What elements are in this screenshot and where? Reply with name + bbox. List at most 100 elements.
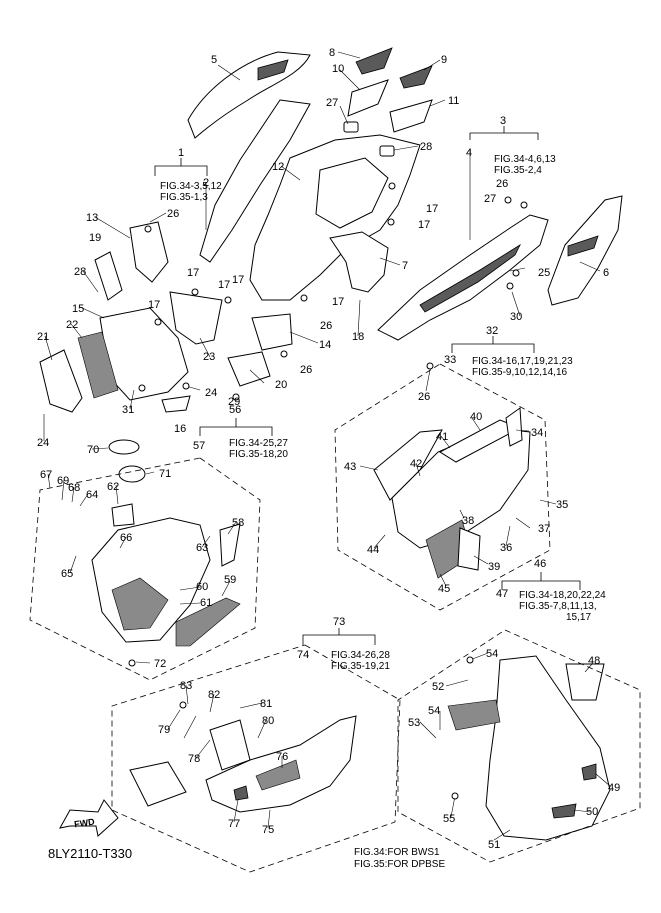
part-38-frame (457, 527, 481, 571)
part-61-plate (111, 503, 135, 527)
callout-26a: 26 (167, 208, 179, 220)
callout-63: 64 (86, 489, 98, 501)
part-5-grille (257, 59, 289, 81)
callout-20: 20 (275, 379, 287, 391)
callout-17b: 17 (218, 279, 230, 291)
part-57-vent (219, 523, 241, 567)
part-20-lid (227, 351, 271, 387)
callout-17c: 17 (148, 299, 160, 311)
part-50-front-cover (485, 655, 611, 841)
ref-31-line-2: FIG.35-9,10,12,14,16 (472, 367, 568, 378)
callout-9: 9 (441, 54, 447, 66)
callout-70: 71 (159, 468, 171, 480)
callout-79: 80 (262, 715, 274, 727)
callout-62: 63 (196, 542, 208, 554)
part-60-mesh (111, 577, 169, 631)
callout-40: 41 (436, 431, 448, 443)
ref-45-line-1: FIG.34-18,20,22,24 (519, 590, 606, 601)
callout-26d: 26 (496, 178, 508, 190)
note-fig-35: FIG.35:FOR DPBSE (354, 859, 445, 870)
ref-3-line-1: FIG.34-4,6,13 (494, 154, 556, 165)
callout-76: 77 (228, 818, 240, 830)
bracket-45 (501, 572, 581, 590)
callout-28a: 28 (74, 266, 86, 278)
callout-labels: 1 2 3 4 5 6 7 8 9 10 11 12 13 14 15 16 1… (37, 47, 620, 851)
ref-3-line-2: FIG.35-2,4 (494, 165, 542, 176)
callout-17g: 17 (232, 274, 244, 286)
bracket-1 (154, 158, 208, 176)
callout-19: 19 (89, 232, 101, 244)
part-27-clip-a (343, 121, 359, 133)
callout-54b: 55 (443, 813, 455, 825)
part-2-side-panel (199, 99, 311, 263)
callout-66: 67 (40, 469, 52, 481)
callout-41: 42 (410, 458, 422, 470)
part-8-grille (355, 47, 393, 75)
callout-22: 22 (66, 319, 78, 331)
ref-45-line-3: 15,17 (566, 612, 591, 623)
callout-52: 53 (408, 717, 420, 729)
callout-8: 8 (329, 47, 335, 59)
callout-25: 25 (538, 267, 550, 279)
callout-39: 40 (470, 411, 482, 423)
callout-17e: 17 (418, 219, 430, 231)
group-56-outline (29, 457, 261, 681)
callout-51: 52 (432, 681, 444, 693)
callout-77: 78 (188, 753, 200, 765)
part-48-lamp (581, 763, 597, 781)
ref-1-line-2: FIG.35-1,3 (160, 192, 208, 203)
part-69-ring (108, 439, 140, 455)
part-11-cover (389, 99, 433, 133)
bracket-72 (302, 628, 376, 645)
part-42-side (373, 429, 443, 501)
callout-81: 82 (208, 689, 220, 701)
callout-69: 70 (87, 444, 99, 456)
part-49-lamp (551, 803, 577, 819)
part-70-ring (118, 465, 146, 483)
callout-68: 69 (57, 475, 69, 487)
part-4-stripe (419, 243, 521, 313)
callout-37: 38 (462, 515, 474, 527)
callout-50: 51 (488, 839, 500, 851)
ref-55-line-1: FIG.34-25,27 (229, 438, 288, 449)
callout-71: 72 (154, 658, 166, 670)
callout-26f: 27 (484, 193, 496, 205)
callout-24a: 24 (37, 437, 49, 449)
callout-2: 2 (203, 177, 209, 189)
part-9-grille (399, 65, 433, 89)
callout-30: 31 (122, 404, 134, 416)
callout-53: 54 (428, 705, 440, 717)
fwd-label: FWD (74, 817, 96, 830)
callout-80: 81 (260, 698, 272, 710)
part-47-visor (565, 663, 605, 701)
callout-27b: 28 (420, 141, 432, 153)
callout-61: 62 (107, 481, 119, 493)
figure-references: FIG.34-3,5,12 FIG.35-1,3 FIG.34-4,6,13 F… (160, 154, 606, 672)
callout-46: 47 (496, 588, 508, 600)
callout-12: 12 (272, 161, 284, 173)
part-12-inner (315, 157, 389, 229)
bracket-3 (469, 126, 539, 140)
callout-44: 45 (438, 583, 450, 595)
callout-6: 6 (603, 267, 609, 279)
callout-56: 57 (193, 440, 205, 452)
group-31-outline (334, 363, 551, 611)
callout-4: 4 (466, 147, 472, 159)
part-33-trim (505, 407, 523, 447)
ref-1-line-1: FIG.34-3,5,12 (160, 181, 222, 192)
ref-31-line-1: FIG.34-16,17,19,21,23 (472, 356, 573, 367)
callout-57: 58 (232, 517, 244, 529)
part-16-plate (161, 395, 191, 413)
callout-43: 44 (367, 544, 379, 556)
callout-16: 16 (174, 423, 186, 435)
part-19-bracket (94, 251, 123, 301)
callout-26c: 26 (300, 364, 312, 376)
callout-21: 21 (37, 331, 49, 343)
part-13-bracket (129, 221, 169, 283)
callout-42: 43 (344, 461, 356, 473)
callout-34: 35 (556, 499, 568, 511)
callout-26e: 26 (418, 391, 430, 403)
part-53-mesh (447, 699, 501, 731)
callout-78: 79 (158, 724, 170, 736)
